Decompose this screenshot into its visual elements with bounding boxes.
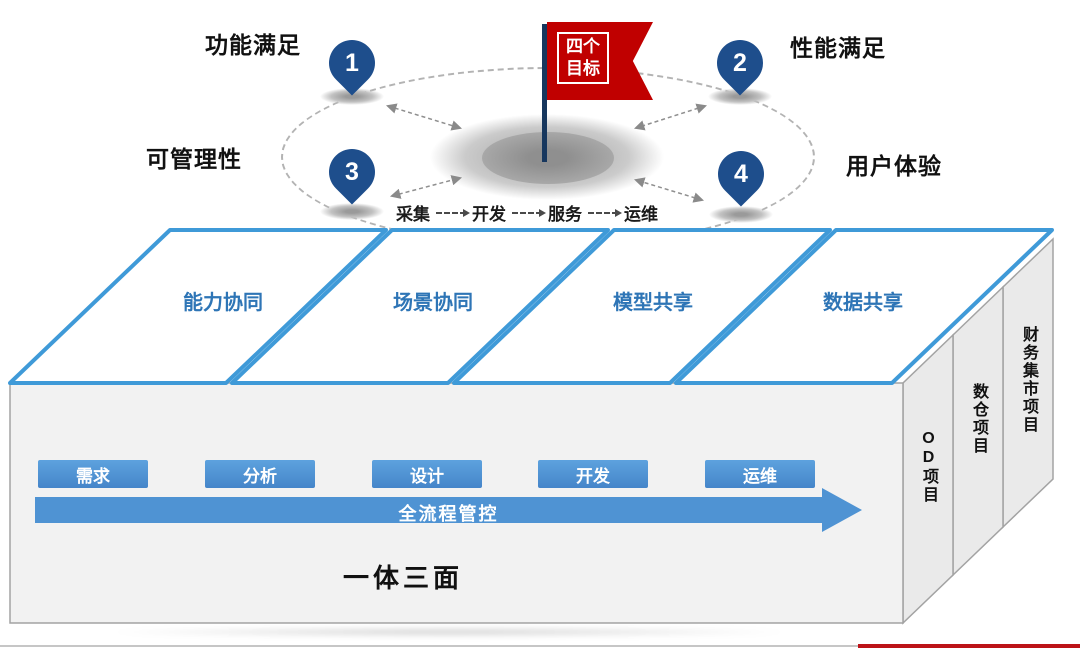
pin-number-4: 4	[734, 159, 748, 188]
flow-arrow-icon	[588, 208, 622, 217]
pin-shadow-1	[320, 88, 384, 105]
goal-pin-2: 2	[707, 30, 773, 96]
stage-button-analysis: 分析	[205, 460, 315, 488]
top-face-panel-2	[230, 228, 610, 385]
panel-label-scenario: 场景协同	[393, 292, 473, 314]
pin-number-3: 3	[345, 157, 359, 186]
panel-label-model: 模型共享	[613, 292, 693, 314]
goal-pin-4: 4	[708, 141, 774, 207]
goal-label-functional: 功能满足	[205, 32, 301, 58]
process-flow: 采集 开发 服务 运维	[396, 200, 658, 225]
goal-label-user-experience: 用户体验	[846, 153, 942, 179]
stage-button-develop: 开发	[538, 460, 648, 488]
top-face-panel-1	[8, 228, 388, 385]
pin-number-2: 2	[733, 48, 747, 77]
top-face-panel-3	[452, 228, 832, 385]
flag-line-1: 四个	[566, 37, 600, 56]
connector-pin4	[633, 177, 705, 203]
project-label-od: OD项目	[920, 430, 937, 504]
goal-label-performance: 性能满足	[790, 35, 886, 61]
box-drop-shadow	[18, 626, 880, 638]
pin-number-1: 1	[345, 48, 359, 77]
top-face-panel-4	[674, 228, 1054, 385]
box-caption: 一体三面	[342, 563, 463, 593]
stage-button-design: 设计	[372, 460, 482, 488]
goal-pin-3: 3	[319, 139, 385, 205]
pin-shadow-3	[320, 203, 384, 220]
bottom-border-line	[0, 645, 858, 647]
stage-button-operate: 运维	[705, 460, 815, 488]
process-arrow-head	[822, 488, 862, 532]
goal-label-manageability: 可管理性	[146, 146, 242, 172]
four-goals-flag-text: 四个 目标	[557, 32, 609, 85]
process-step-operate: 运维	[624, 205, 658, 224]
panel-label-capability: 能力协同	[183, 292, 263, 314]
pin-shadow-4	[709, 206, 773, 223]
orbit-center-platform-core	[482, 132, 614, 184]
process-arrow-body	[35, 497, 822, 523]
stage-button-requirement: 需求	[38, 460, 148, 488]
pin-shadow-2	[708, 88, 772, 105]
panel-label-data: 数据共享	[823, 292, 903, 314]
goal-pin-1: 1	[319, 30, 385, 96]
project-label-finance: 财务集市项目	[1020, 326, 1037, 434]
process-step-collect: 采集	[396, 205, 430, 224]
flag-pole	[542, 24, 547, 162]
connector-pin3	[389, 175, 463, 199]
flag-line-2: 目标	[566, 59, 600, 79]
process-step-develop: 开发	[472, 205, 506, 224]
connector-pin1	[385, 103, 463, 131]
process-step-service: 服务	[548, 205, 582, 224]
process-arrow-label: 全流程管控	[398, 504, 499, 524]
flow-arrow-icon	[436, 208, 470, 217]
project-label-warehouse: 数仓项目	[970, 383, 987, 455]
connector-pin2	[633, 103, 708, 131]
flow-arrow-icon	[512, 208, 546, 217]
bottom-accent-red	[858, 644, 1080, 648]
